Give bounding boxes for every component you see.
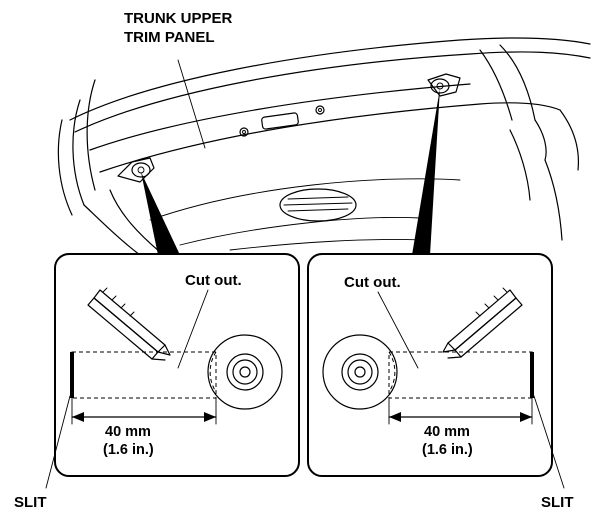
left-cutout-label: Cut out. [185,272,242,289]
left-dim-imperial: (1.6 in.) [103,442,154,458]
floor-vent [279,188,357,222]
right-cutout-label: Cut out. [344,274,401,291]
left-dimension [71,397,217,425]
panel-label-line1: TRUNK UPPER [124,10,233,27]
right-cutout-area [388,351,533,399]
right-slit-label: SLIT [541,494,574,511]
center-bracket [239,105,325,137]
trunk-illustration [57,37,591,256]
panel-label-line2: TRIM PANEL [124,29,215,46]
right-grommet-icon [322,334,398,410]
right-detail-box: Cut out. 40 mm (1.6 in.) [307,253,553,477]
right-dimension [388,397,533,425]
right-dim-imperial: (1.6 in.) [422,442,473,458]
left-clip [117,157,155,183]
left-grommet-icon [207,334,283,410]
right-slit-leader [533,395,565,489]
left-detail-box: Cut out. 40 mm (1.6 in.) [54,253,300,477]
right-dim-value: 40 mm [424,424,470,440]
left-callout-wedge [141,172,180,255]
left-slit-label: SLIT [14,494,47,511]
right-callout-wedge [412,88,440,255]
panel-leader [177,59,206,149]
right-clip [427,73,461,97]
left-slit-leader [45,395,71,489]
left-slit [70,352,74,398]
right-knife-icon [442,287,523,359]
left-dim-value: 40 mm [105,424,151,440]
right-slit [530,352,534,398]
